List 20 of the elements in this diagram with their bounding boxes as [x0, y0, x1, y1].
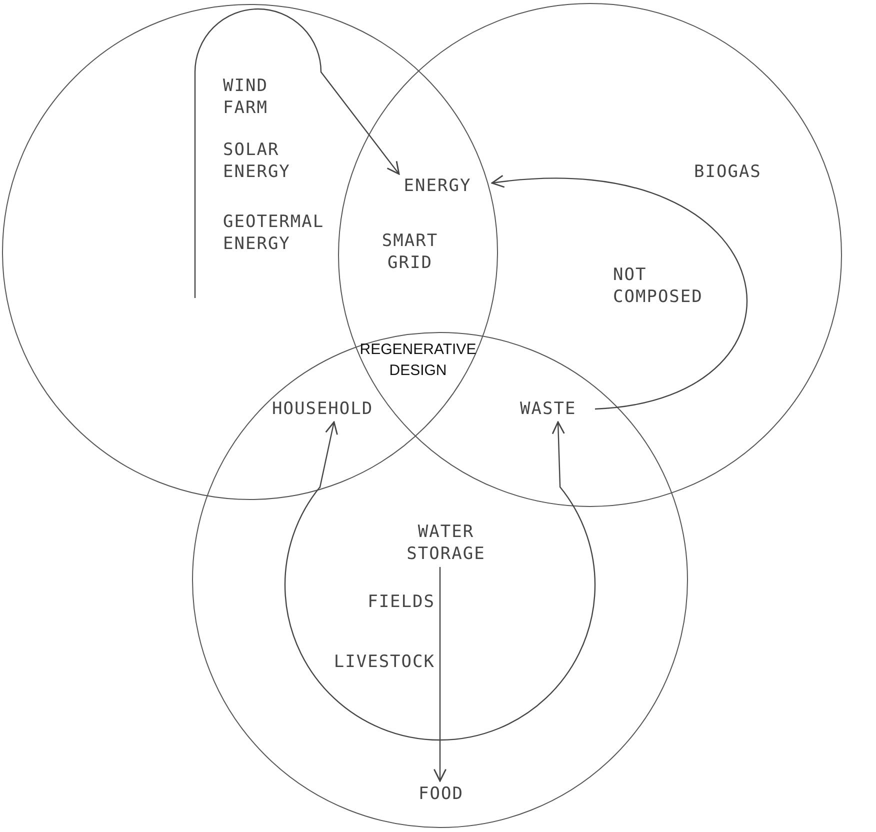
- region-label: WIND FARM: [223, 75, 293, 119]
- region-label: HOUSEHOLD: [272, 398, 384, 420]
- arrow: [433, 567, 447, 782]
- region-label: WATER STORAGE: [381, 521, 511, 565]
- arrow: [491, 176, 748, 410]
- region-label: LIVESTOCK: [327, 651, 435, 673]
- region-label: BIOGAS: [694, 161, 784, 183]
- region-label: SOLAR ENERGY: [223, 139, 333, 183]
- venn-circle: [2, 4, 498, 500]
- region-label: FOOD: [401, 783, 481, 805]
- region-label: SMART GRID: [360, 230, 460, 274]
- arrow: [284, 421, 596, 740]
- region-label: WASTE: [520, 398, 592, 420]
- venn-circle: [192, 332, 688, 828]
- center-title: REGENERATIVE DESIGN: [355, 339, 481, 381]
- region-label: GEOTERMAL ENERGY: [223, 211, 338, 255]
- arrow: [194, 8, 400, 298]
- region-label: NOT COMPOSED: [613, 264, 718, 308]
- region-label: ENERGY: [385, 175, 490, 197]
- region-label: FIELDS: [361, 591, 435, 613]
